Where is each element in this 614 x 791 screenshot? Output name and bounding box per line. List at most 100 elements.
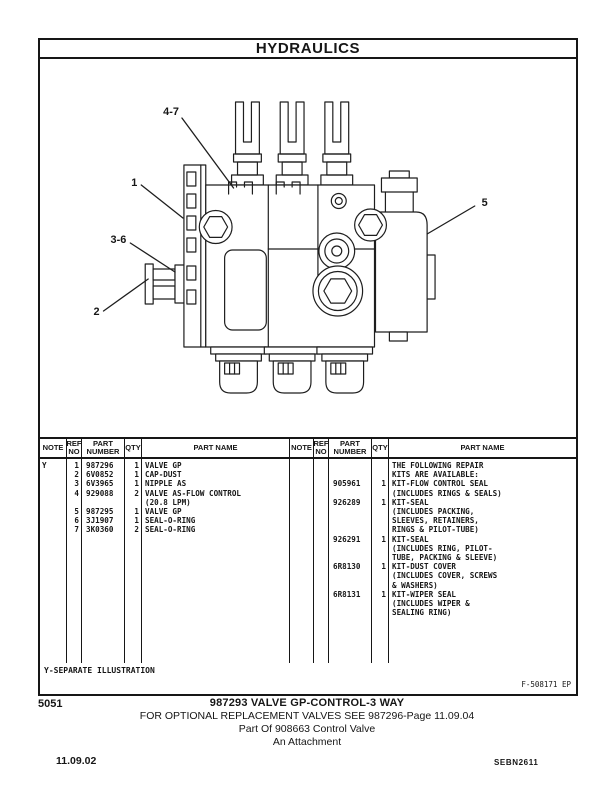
table-cell: 987296 [86,461,114,470]
table-cell [314,498,328,507]
figure-reference: F-508171 EP [521,680,571,689]
table-cell: VALVE GP [145,461,182,470]
table-cell: (INCLUDES WIPER & [392,599,470,609]
table-cell: 2 [134,525,139,535]
table-cell: 905961 [333,479,361,489]
table-cell: 1 [381,479,386,489]
bottom-cap-3 [317,347,373,393]
callout-label-2: 2 [94,306,100,318]
table-cell [372,507,388,516]
parts-table: NOTE REF NO PART NUMBER QTY PART NAME NO… [40,437,576,691]
callout-label-3-6: 3-6 [111,234,127,246]
table-cell [290,516,313,525]
col-part-number-right: 905961 926289 926291 6R8130 6R8131 [329,459,372,663]
table-cell [125,498,141,507]
table-cell [329,507,371,516]
table-cell: 929088 [86,488,114,498]
table-cell: & WASHERS) [392,580,438,590]
table-cell [290,525,313,534]
table-cell [314,516,328,525]
table-cell [290,590,313,599]
table-cell [290,498,313,507]
table-cell [290,535,313,544]
table-cell: 6 [74,516,79,526]
header-qty-left: QTY [125,439,142,457]
table-cell: 1 [381,534,386,544]
callout-label-4-7: 4-7 [163,106,179,118]
table-cell: KIT-DUST COVER [392,562,457,572]
header-part-number-right: PART NUMBER [329,439,372,457]
table-cell: 1 [74,461,79,470]
revision-date: 11.09.02 [56,755,97,767]
table-cell: 926289 [333,497,361,507]
table-cell [329,489,371,498]
table-cell [329,525,371,534]
table-cell [290,489,313,498]
table-cell [290,461,313,470]
table-cell: 4 [74,488,79,498]
table-cell: (INCLUDES PACKING, [392,507,475,517]
col-note-right [290,459,314,663]
table-cell: NIPPLE AS [145,479,187,489]
header-note-right: NOTE [290,439,314,457]
table-cell [329,461,371,470]
table-cell [314,479,328,488]
table-cell: KIT-WIPER SEAL [392,589,457,599]
table-cell [329,608,371,617]
table-cell: THE FOLLOWING REPAIR [392,461,484,470]
table-cell [290,544,313,553]
table-cell [314,608,328,617]
table-cell: 1 [134,479,139,489]
table-cell [40,507,66,516]
table-cell [314,544,328,553]
table-cell: 1 [134,516,139,526]
table-cell [290,507,313,516]
caption-line-4: An Attachment [272,736,342,748]
table-cell [314,507,328,516]
table-cell: SEALING RING) [392,608,452,618]
table-cell [329,553,371,562]
header-ref-no-right: REF NO [313,439,329,457]
table-cell: 6V3965 [86,479,114,489]
table-cell: 3K0360 [86,525,114,535]
table-cell: Y [42,461,47,470]
hex-bolt-right [355,209,387,241]
table-cell: 7 [74,525,79,535]
table-cell [372,553,388,562]
table-cell: 2 [134,488,139,498]
table-cell [40,516,66,525]
table-cell: 1 [381,497,386,507]
callout-3-6: 3-6 [111,234,175,272]
table-cell: 1 [381,562,386,572]
table-cell: SEAL-O-RING [145,516,196,526]
valve-diagram-svg: 4-7 1 3-6 2 [94,59,488,437]
table-cell: 926291 [333,534,361,544]
document-code: SEBN2611 [494,758,539,767]
table-cell [290,599,313,608]
table-cell: 3J1907 [86,516,114,526]
table-cell: KIT-SEAL [392,534,429,544]
callout-5: 5 [427,197,488,234]
table-cell: 1 [134,461,139,470]
table-cell: TUBE, PACKING & SLEEVE) [392,553,498,563]
caption-block: 987293 VALVE GP-CONTROL-3 WAY FOR OPTION… [0,697,614,749]
callout-2: 2 [94,279,149,318]
end-block [375,171,435,341]
table-cell [372,581,388,590]
table-cell: 5 [74,507,79,517]
table-cell [290,470,313,479]
flange-ring [319,233,355,269]
table-cell [329,544,371,553]
table-cell: KIT-SEAL [392,497,429,507]
table-cell [372,516,388,525]
table-cell: 6V0852 [86,470,114,480]
table-cell: 987295 [86,507,114,517]
table-cell: (20.8 LPM) [145,497,191,507]
hex-plug [313,266,363,316]
mounting-plate [184,165,206,347]
header-part-number-left: PART NUMBER [82,439,125,457]
